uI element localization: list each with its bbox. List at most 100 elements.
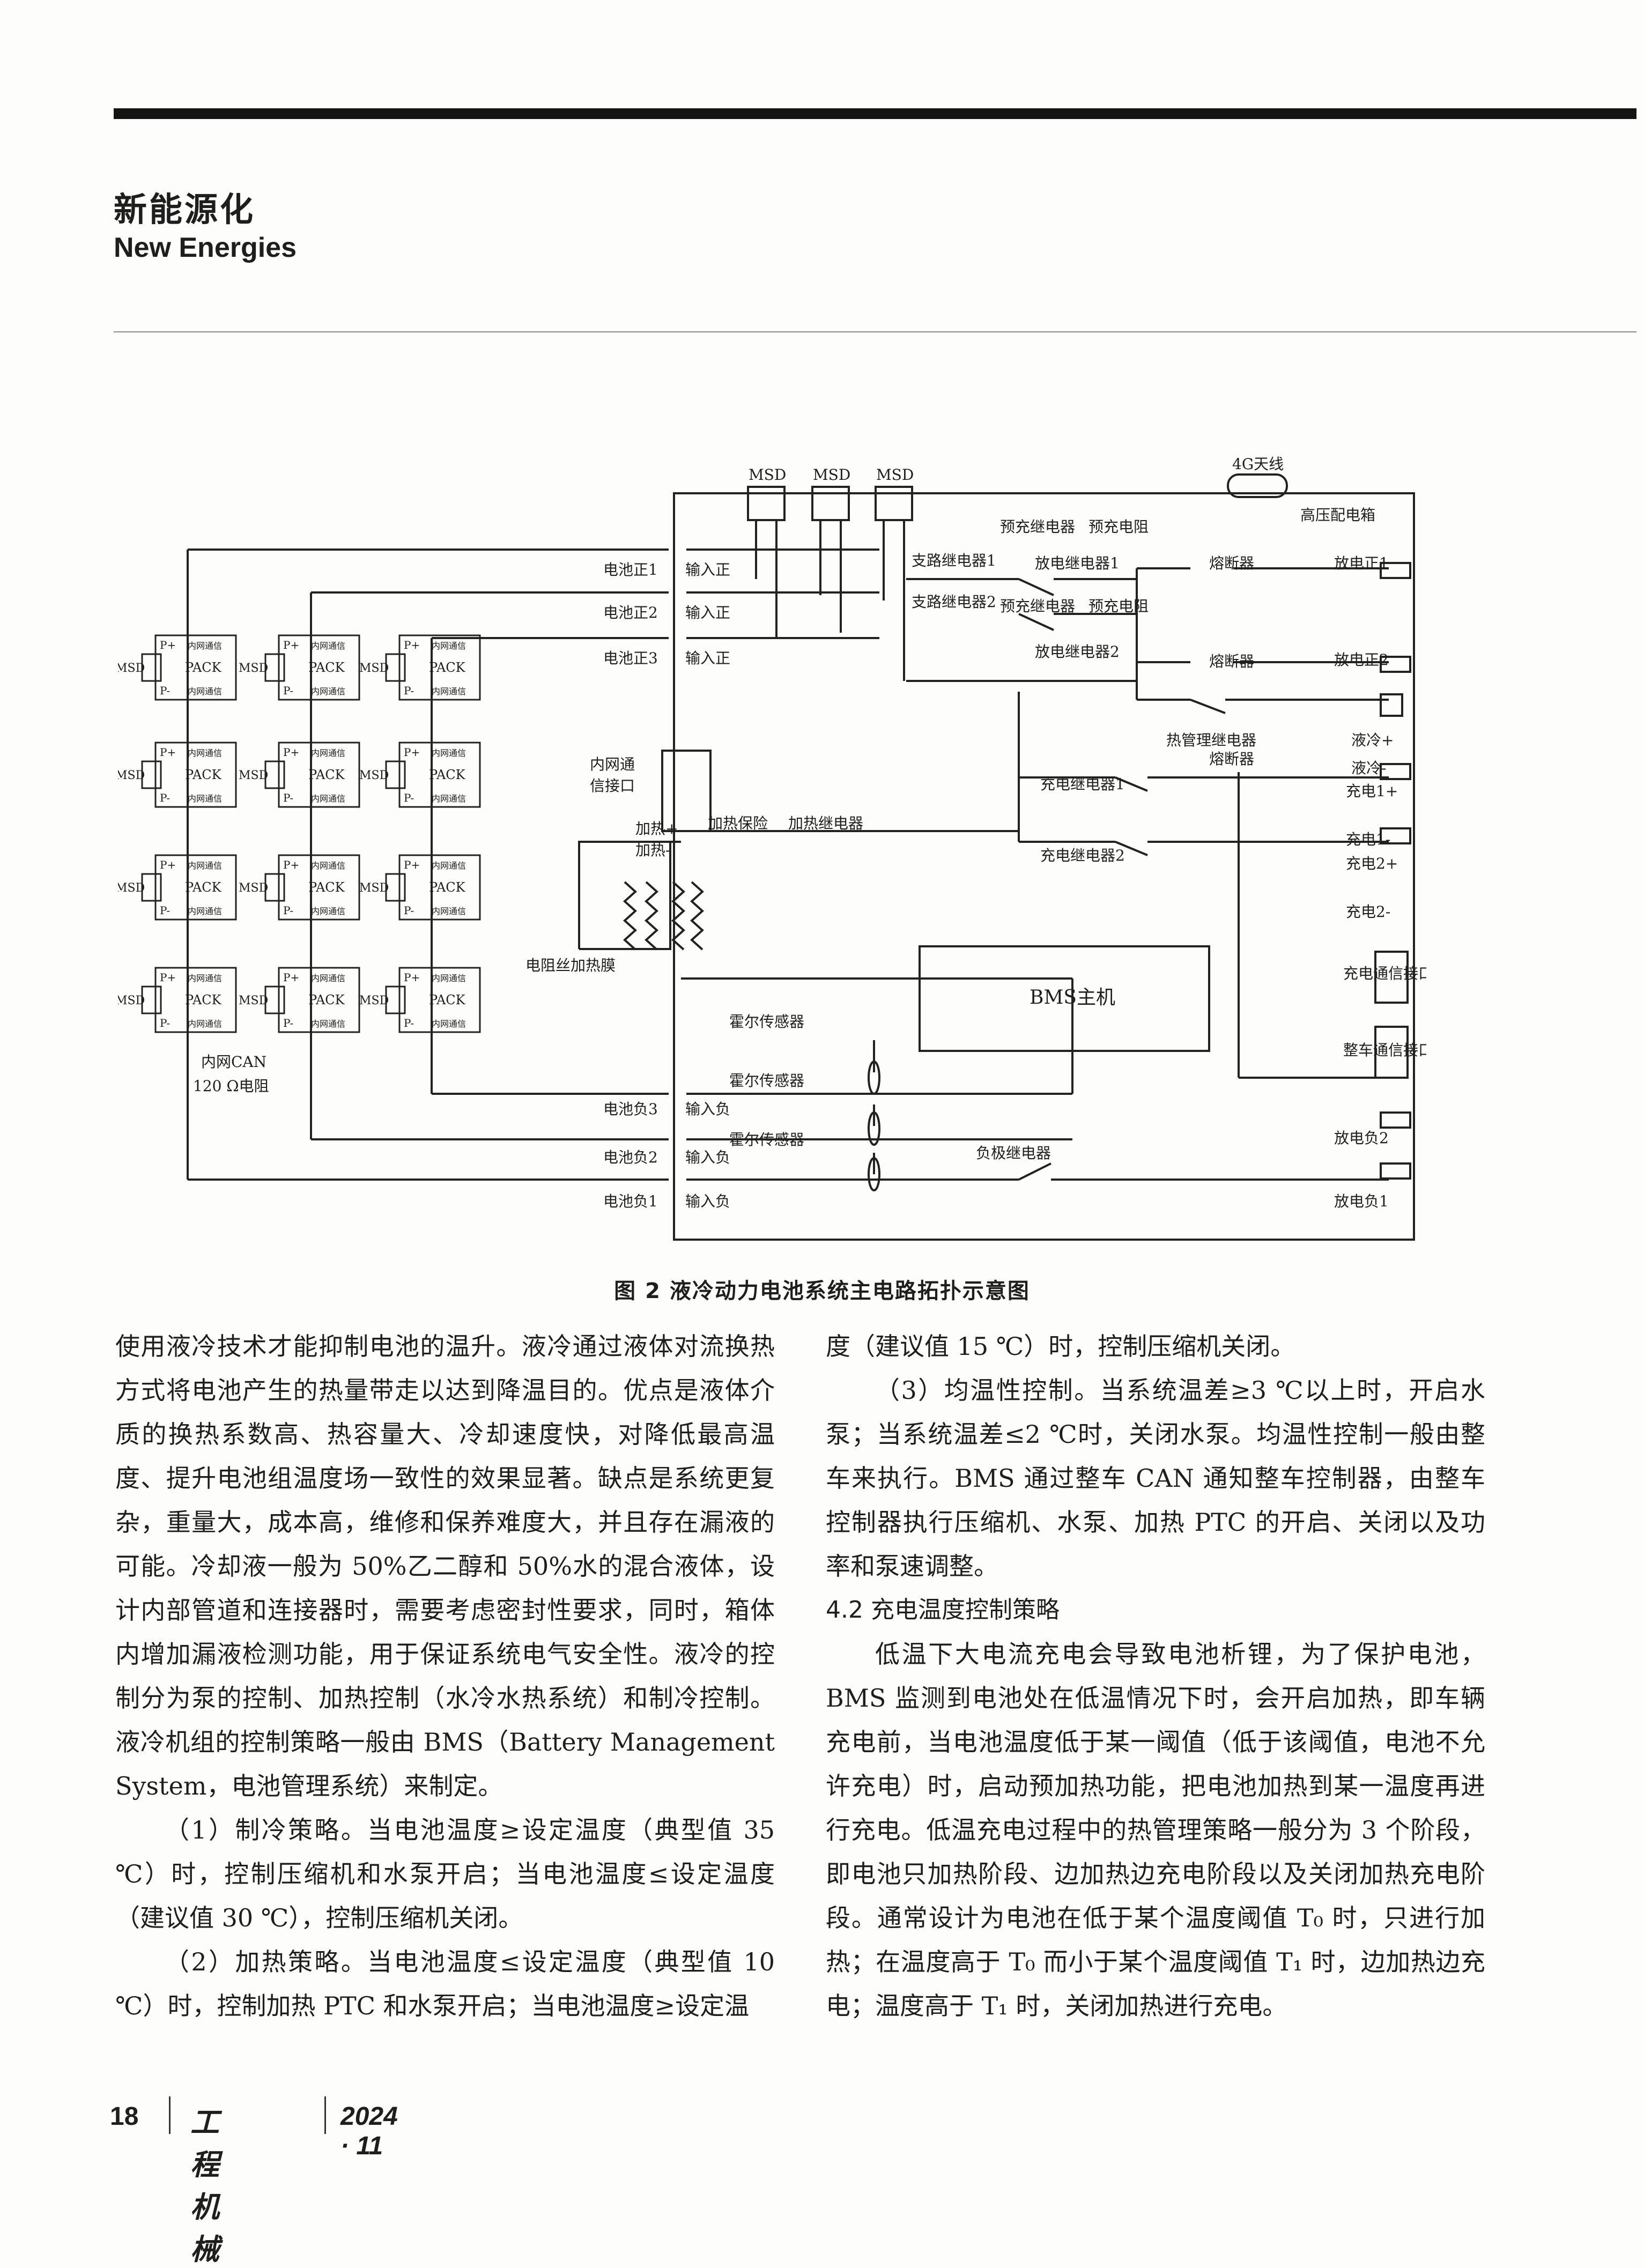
pack-msd-label: MSD bbox=[239, 994, 268, 1007]
discharge-relay2-label: 放电继电器2 bbox=[1035, 643, 1120, 661]
vehicle-comm-label: 整车通信接口 bbox=[1343, 1041, 1426, 1059]
pack-negative-label: P- bbox=[160, 904, 170, 917]
pack-positive-label: P+ bbox=[283, 971, 299, 984]
wire bbox=[686, 1138, 1389, 1181]
pack-comm-label: 内网通信 bbox=[432, 906, 466, 916]
msd-switch-icon bbox=[385, 873, 406, 902]
pack-comm-label: 内网通信 bbox=[188, 906, 222, 916]
issue-number: 2024 · 11 bbox=[340, 2102, 398, 2160]
pack-label: PACK bbox=[429, 880, 466, 895]
msd-plug bbox=[875, 486, 913, 521]
hall-label: 霍尔传感器 bbox=[729, 1072, 804, 1089]
charge-relay2-label: 充电继电器2 bbox=[1040, 847, 1125, 864]
connector bbox=[1374, 1026, 1409, 1079]
precharge-relay-label: 预充继电器 bbox=[1000, 597, 1075, 615]
pack-negative-label: P- bbox=[404, 791, 414, 804]
charge2-neg-label: 充电2- bbox=[1346, 903, 1390, 921]
pack-comm-label: 内网通信 bbox=[311, 906, 345, 916]
dis-pos1-label: 放电正1 bbox=[1334, 554, 1389, 572]
thermal-relay-label: 热管理继电器 bbox=[1166, 731, 1256, 749]
paragraph: 度（建议值 15 ℃）时，控制压缩机关闭。 bbox=[826, 1332, 1295, 1361]
dis-neg2-label: 放电负2 bbox=[1334, 1129, 1389, 1147]
section-title-en: New Energies bbox=[114, 232, 297, 263]
pack-msd-label: MSD bbox=[239, 662, 268, 675]
pos3-label: 电池正3 bbox=[603, 649, 658, 667]
antenna-icon bbox=[1227, 473, 1288, 498]
cool-pos-label: 液冷+ bbox=[1351, 731, 1394, 749]
pack-comm-label: 内网通信 bbox=[188, 794, 222, 804]
pack-positive-label: P+ bbox=[404, 858, 420, 871]
msd-label: MSD bbox=[749, 466, 786, 484]
hall-sensor-icon bbox=[868, 1157, 880, 1191]
pack-msd-label: MSD bbox=[118, 662, 145, 675]
pack-label: PACK bbox=[429, 660, 466, 675]
pack-msd-label: MSD bbox=[239, 881, 268, 895]
discharge-relay1-label: 放电继电器1 bbox=[1035, 554, 1120, 572]
wire bbox=[1018, 613, 1137, 631]
msd-switch-icon bbox=[264, 985, 285, 1014]
hall-label: 霍尔传感器 bbox=[729, 1013, 804, 1031]
charge1-pos-label: 充电1+ bbox=[1346, 782, 1398, 800]
connector bbox=[1380, 1162, 1411, 1180]
wire bbox=[681, 977, 1073, 1095]
bms-label: BMS主机 bbox=[1030, 987, 1115, 1009]
dis-pos2-label: 放电正2 bbox=[1334, 651, 1389, 669]
neg-relay-label: 负极继电器 bbox=[976, 1144, 1051, 1162]
connector bbox=[1380, 693, 1403, 717]
pack-label: PACK bbox=[185, 767, 222, 782]
neg1-label: 电池负1 bbox=[603, 1192, 658, 1210]
battery-pack bbox=[278, 967, 360, 1033]
pack-positive-label: P+ bbox=[160, 639, 176, 651]
pack-label: PACK bbox=[308, 660, 345, 675]
hall-sensor-icon bbox=[868, 1111, 880, 1146]
header-divider bbox=[114, 331, 1636, 332]
in-pos-label: 输入正 bbox=[685, 561, 730, 579]
pack-positive-label: P+ bbox=[404, 639, 420, 651]
pack-comm-label: 内网通信 bbox=[432, 1019, 466, 1029]
battery-pack bbox=[398, 967, 481, 1033]
pack-label: PACK bbox=[308, 767, 345, 782]
section-title-cn: 新能源化 bbox=[114, 190, 256, 229]
charge2-pos-label: 充电2+ bbox=[1346, 855, 1398, 872]
pack-comm-label: 内网通信 bbox=[311, 861, 345, 871]
pack-negative-label: P- bbox=[283, 684, 293, 697]
charge-comm-label: 充电通信接口 bbox=[1343, 965, 1426, 982]
pack-comm-label: 内网通信 bbox=[432, 794, 466, 804]
pack-msd-label: MSD bbox=[118, 994, 145, 1007]
pack-comm-label: 内网通信 bbox=[311, 686, 345, 696]
heat-relay-label: 加热继电器 bbox=[788, 814, 863, 832]
pack-comm-label: 内网通信 bbox=[311, 1019, 345, 1029]
pack-negative-label: P- bbox=[404, 1017, 414, 1029]
hv-box-outline bbox=[673, 492, 1415, 1241]
page-number: 18 bbox=[110, 2102, 139, 2131]
paragraph: 使用液冷技术才能抑制电池的温升。液冷通过液体对流换热方式将电池产生的热量带走以达… bbox=[115, 1332, 775, 1800]
branch-relay2-label: 支路继电器2 bbox=[912, 593, 996, 611]
charge-relay1-label: 充电继电器1 bbox=[1040, 775, 1125, 793]
pos2-label: 电池正2 bbox=[603, 604, 658, 621]
in-neg-label: 输入负 bbox=[685, 1192, 730, 1210]
pack-msd-label: MSD bbox=[359, 769, 389, 782]
battery-pack bbox=[154, 634, 237, 701]
cool-neg-label: 液冷- bbox=[1351, 759, 1386, 777]
msd-switch-icon bbox=[264, 653, 285, 682]
paragraph: 低温下大电流充电会导致电池析锂，为了保护电池，BMS 监测到电池处在低温情况下时… bbox=[826, 1640, 1485, 2020]
heat-fuse-label: 加热保险 bbox=[708, 814, 768, 832]
heating-film-icon bbox=[623, 881, 704, 951]
branch-relay1-label: 支路继电器1 bbox=[912, 552, 996, 569]
battery-pack bbox=[398, 854, 481, 921]
pack-positive-label: P+ bbox=[283, 639, 299, 651]
footer-divider bbox=[169, 2096, 171, 2134]
pack-msd-label: MSD bbox=[359, 662, 389, 675]
inner-comm-label-2: 信接口 bbox=[590, 777, 635, 795]
neg2-label: 电池负2 bbox=[603, 1148, 658, 1166]
msd-label: MSD bbox=[813, 466, 850, 484]
pack-msd-label: MSD bbox=[359, 994, 389, 1007]
pack-comm-label: 内网通信 bbox=[188, 686, 222, 696]
fuse-label: 熔断器 bbox=[1209, 750, 1254, 768]
battery-pack bbox=[398, 634, 481, 701]
pack-comm-label: 内网通信 bbox=[432, 641, 466, 651]
pack-negative-label: P- bbox=[283, 904, 293, 917]
pack-positive-label: P+ bbox=[160, 971, 176, 984]
